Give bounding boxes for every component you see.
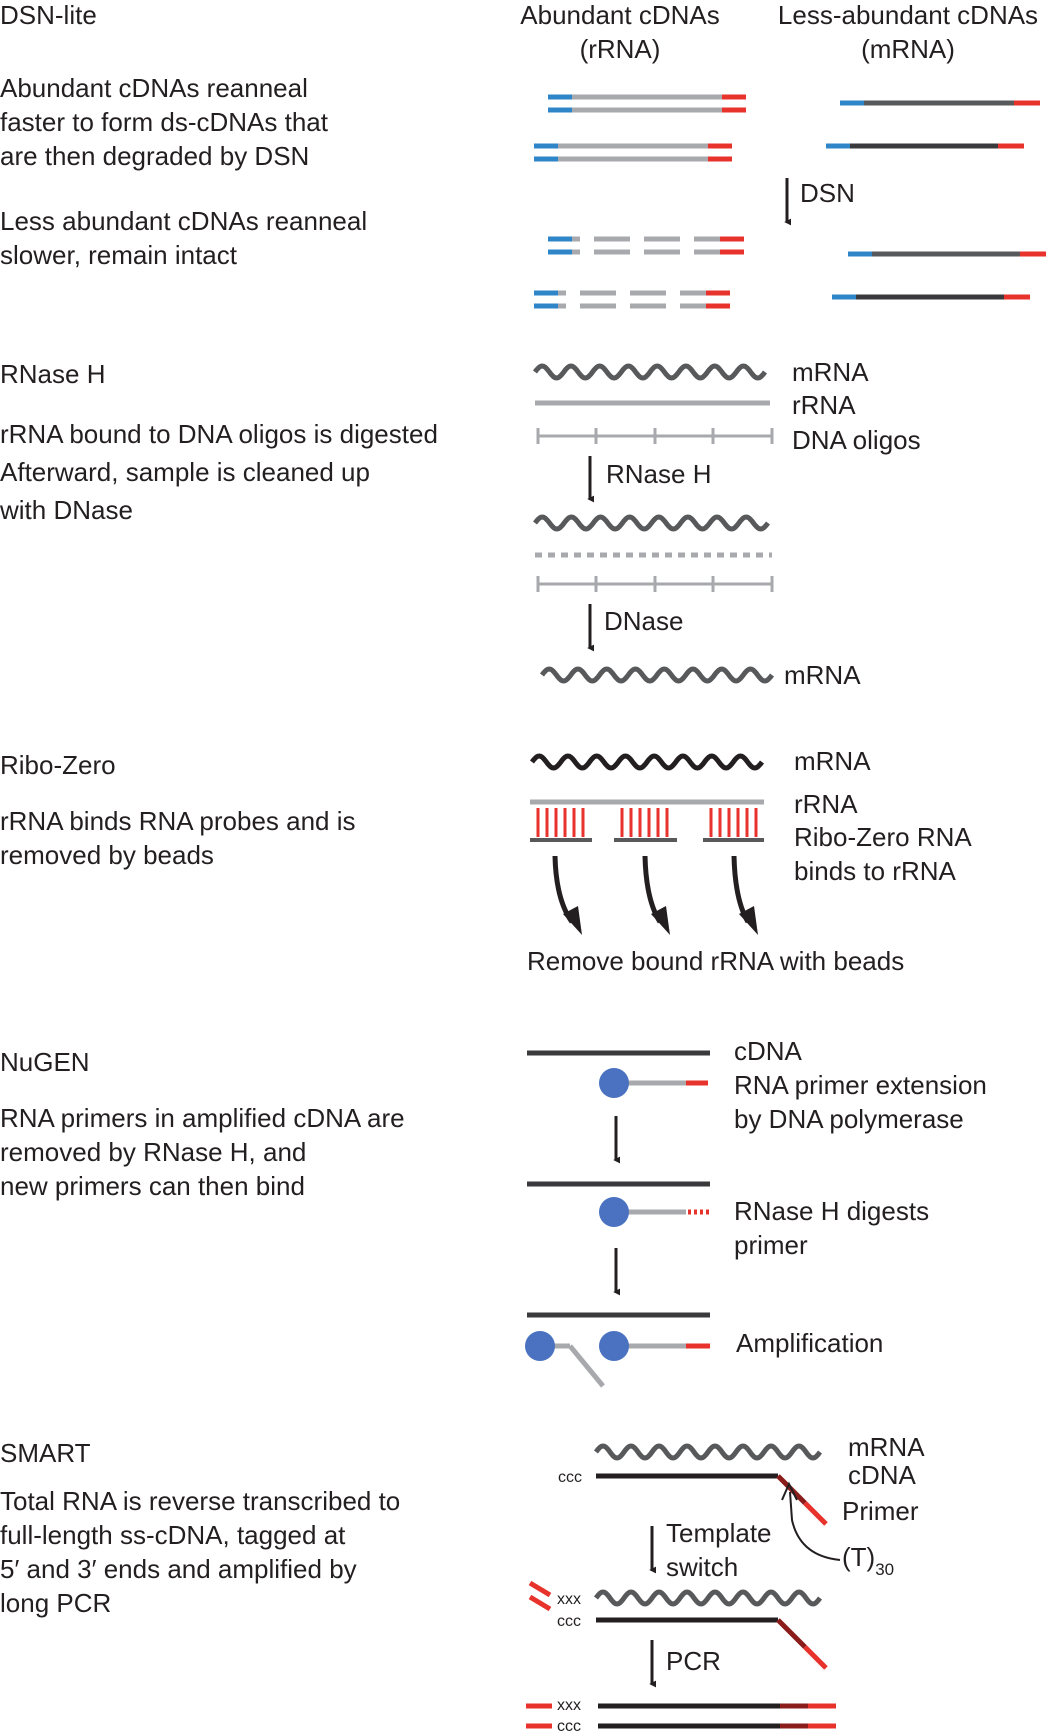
ribozero-probe-2 [614,808,677,842]
nugen-cdna-label: cDNA [734,1036,803,1066]
smart-pcr-product [526,1703,836,1729]
dsn-col-abundant-sub: (rRNA) [580,34,661,64]
smart-pcr-label: PCR [666,1646,721,1676]
dsn-desc-line-3: are then degraded by DSN [0,141,309,171]
rnaseh-oligos-label: DNA oligos [792,425,921,455]
nugen-primer-2 [599,1197,710,1227]
nugen-desc-line-2: removed by RNase H, and [0,1137,306,1167]
ribozero-bead-removal-arrows [552,855,758,935]
rnaseh-arrow-label: RNase H [606,459,711,489]
smart-desc-line-3: 5′ and 3′ ends and amplified by [0,1554,357,1584]
dsn-section: DSN-lite Abundant cDNAs reanneal faster … [0,0,1046,309]
smart-xxx-2: xxx [557,1697,581,1714]
smart-xxx-1: xxx [557,1591,581,1608]
ribozero-probe-3 [703,808,764,842]
rnaseh-mrna-label: mRNA [792,357,869,387]
dnase-arrow-label: DNase [604,606,683,636]
smart-desc-line-2: full-length ss-cDNA, tagged at [0,1520,346,1550]
ribozero-probe-label-line-1: Ribo-Zero RNA [794,822,972,852]
rnaseh-dna-oligos [536,428,774,444]
smart-desc-line-1: Total RNA is reverse transcribed to [0,1486,400,1516]
ribozero-probe-1 [530,808,592,842]
smart-template-switch-label-1: Template [666,1518,772,1548]
rnaseh-desc-line-2: Afterward, sample is cleaned up [0,457,370,487]
ribozero-remove-label: Remove bound rRNA with beads [527,946,904,976]
ribozero-title: Ribo-Zero [0,750,116,780]
ribozero-section: Ribo-Zero rRNA binds RNA probes and is r… [0,746,972,976]
smart-t30-pointer [789,1491,841,1561]
nugen-new-primer [599,1331,710,1361]
smart-ccc-2: ccc [557,1613,581,1630]
ribozero-mrna-label: mRNA [794,746,871,776]
abundant-ds-cdna-1 [548,94,746,113]
abundant-ds-cdna-2 [534,143,732,162]
nugen-bead-1 [599,1068,629,1098]
nugen-digest-label-line-1: RNase H digests [734,1196,929,1226]
rnaseh-mrna-wave [532,363,768,381]
smart-section: SMART Total RNA is reverse transcribed t… [0,1432,925,1735]
ribozero-probe-label-line-2: binds to rRNA [794,856,956,886]
smart-cdna-primer-2 [596,1617,828,1670]
nugen-primer-1 [599,1068,708,1098]
ribozero-desc-line-2: removed by beads [0,840,214,870]
smart-mrna-label: mRNA [848,1432,925,1462]
smart-switch-oligo [528,1580,552,1612]
dsn-desc2-line-2: slower, remain intact [0,240,238,270]
rnaseh-dna-oligos-2 [536,576,774,592]
dsn-desc2-line-1: Less abundant cDNAs reanneal [0,206,367,236]
smart-mrna-wave-2 [593,1589,823,1607]
smart-t30-label: (T)30 [842,1542,894,1579]
smart-template-switch-label-2: switch [666,1552,738,1582]
rnaseh-section: RNase H rRNA bound to DNA oligos is dige… [0,357,921,690]
nugen-displaced-strand [525,1331,605,1388]
smart-desc-line-4: long PCR [0,1588,111,1618]
smart-cdna-label: cDNA [848,1460,917,1490]
smart-ccc-3: ccc [557,1718,581,1735]
dsn-desc-line-2: faster to form ds-cDNAs that [0,107,329,137]
nugen-bead-2 [599,1197,629,1227]
rnaseh-mrna-final-label: mRNA [784,660,861,690]
nugen-bead-4 [599,1331,629,1361]
nugen-section: NuGEN RNA primers in amplified cDNA are … [0,1036,987,1388]
dsn-desc-line-1: Abundant cDNAs reanneal [0,73,308,103]
smart-title: SMART [0,1438,91,1468]
degraded-ds-cdna-2 [534,290,730,309]
dsn-col-less-abundant-sub: (mRNA) [861,34,955,64]
rnaseh-title: RNase H [0,359,105,389]
nugen-desc-line-3: new primers can then bind [0,1171,305,1201]
smart-mrna-wave [593,1443,823,1461]
degraded-ds-cdna-1 [548,236,744,255]
smart-primer-label: Primer [842,1496,919,1526]
nugen-ext-label-line-1: RNA primer extension [734,1070,987,1100]
rnaseh-desc-line-1: rRNA bound to DNA oligos is digested [0,419,438,449]
nugen-bead-3 [525,1331,555,1361]
dsn-title: DSN-lite [0,0,97,30]
rnaseh-rrna-label: rRNA [792,390,856,420]
ribozero-desc-line-1: rRNA binds RNA probes and is [0,806,356,836]
nugen-ext-label-line-2: by DNA polymerase [734,1104,964,1134]
dsn-col-less-abundant-heading: Less-abundant cDNAs [778,0,1038,30]
ribozero-rrna-label: rRNA [794,789,858,819]
smart-t30-pointer-head [781,1481,798,1501]
nugen-digest-label-line-2: primer [734,1230,808,1260]
rnaseh-desc-line-3: with DNase [0,495,133,525]
smart-ccc-1: ccc [558,1469,582,1486]
dsn-col-abundant-heading: Abundant cDNAs [520,0,719,30]
rnaseh-mrna-final [539,666,775,684]
nugen-desc-line-1: RNA primers in amplified cDNA are [0,1103,405,1133]
dsn-arrow-label: DSN [800,178,855,208]
nugen-title: NuGEN [0,1047,90,1077]
nugen-amp-label: Amplification [736,1328,883,1358]
ribozero-mrna-wave [529,753,765,771]
rnaseh-mrna-wave-2 [533,514,770,532]
